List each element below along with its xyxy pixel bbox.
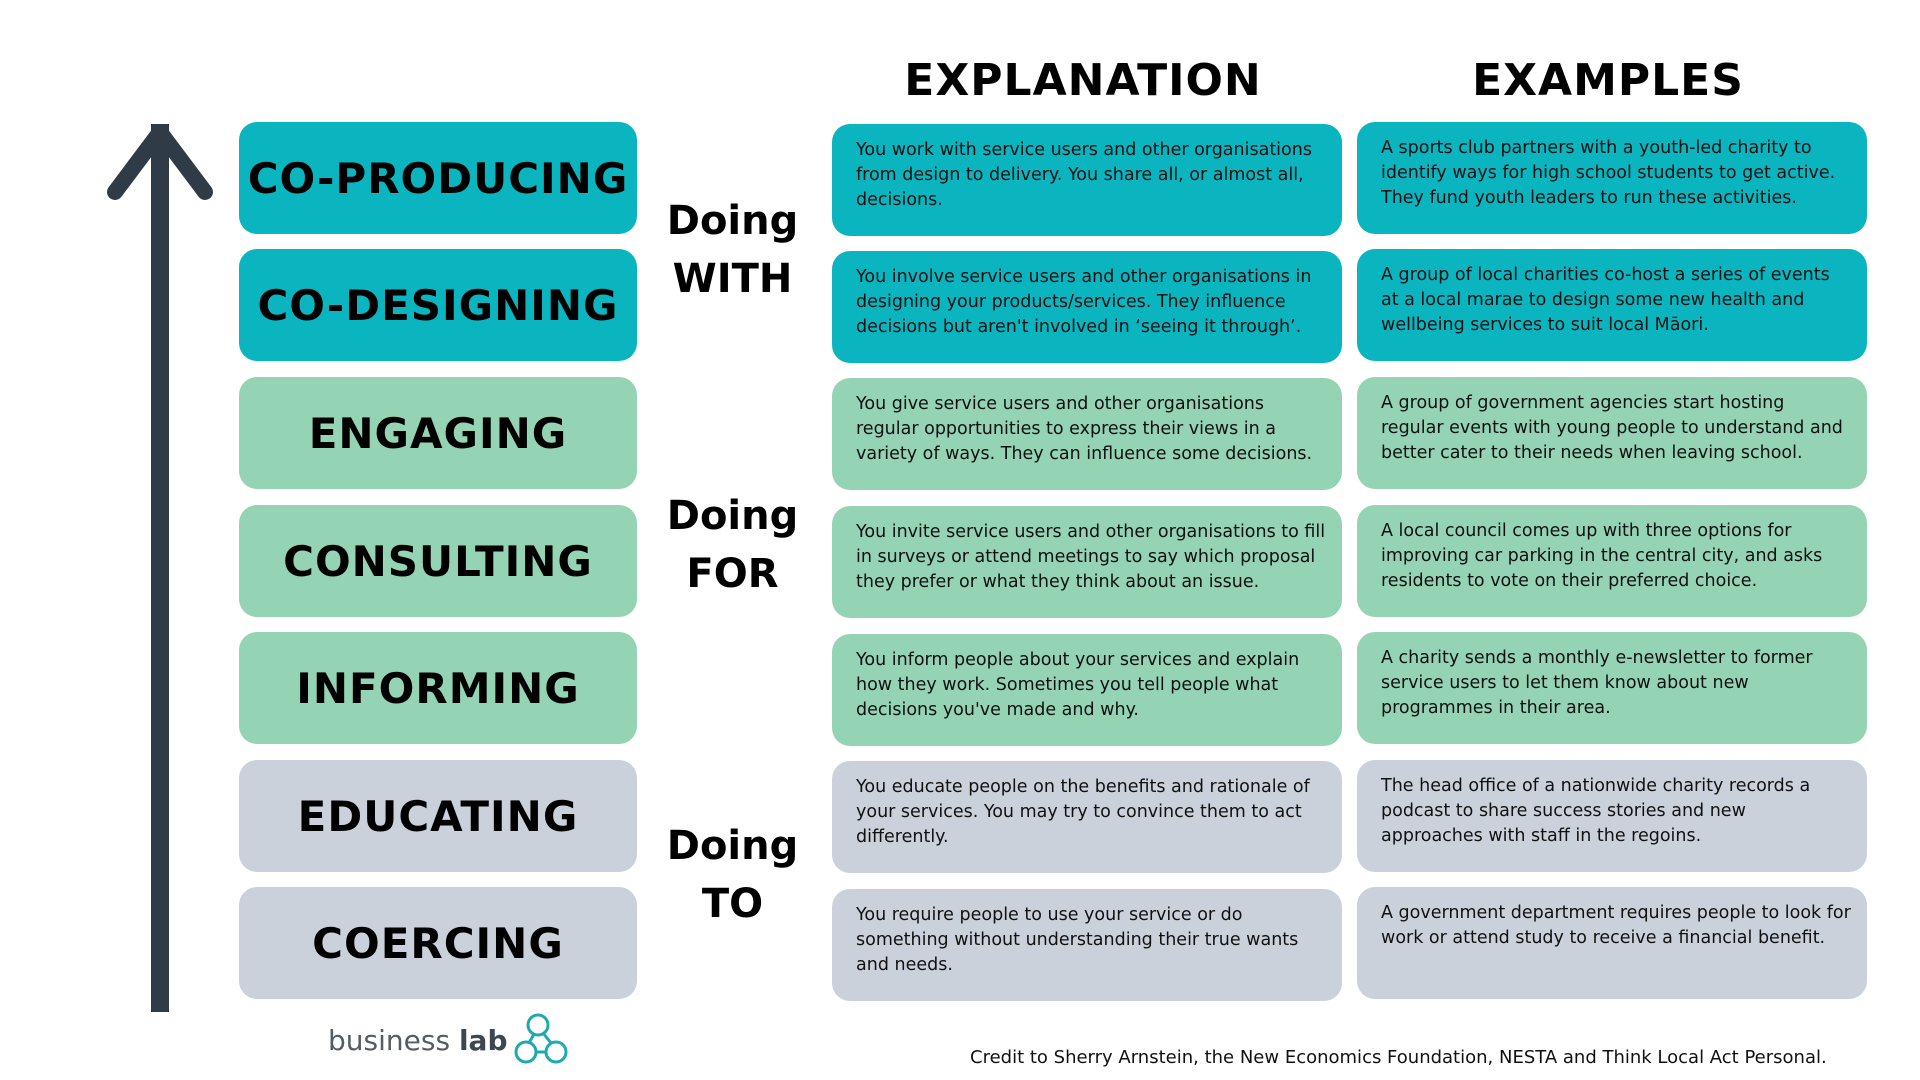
level-co-designing: CO-DESIGNING [239,249,637,361]
example-co-producing: A sports club partners with a youth-led … [1357,122,1867,234]
group-label-line1: Doing [666,823,799,869]
explanation-engaging: You give service users and other organis… [832,378,1342,490]
example-engaging: A group of government agencies start hos… [1357,377,1867,489]
explanation-header: EXPLANATION [904,55,1262,106]
level-informing: INFORMING [239,632,637,744]
explanation-co-designing: You involve service users and other orga… [832,251,1342,363]
explanation-coercing: You require people to use your service o… [832,889,1342,1001]
group-label-line2: WITH [672,256,793,302]
level-coercing: COERCING [239,887,637,999]
logo-text: business lab [328,1023,508,1057]
example-educating: The head office of a nationwide charity … [1357,760,1867,872]
level-consulting: CONSULTING [239,505,637,617]
group-label-line1: Doing [666,198,799,244]
explanation-co-producing: You work with service users and other or… [832,124,1342,236]
explanation-educating: You educate people on the benefits and r… [832,761,1342,873]
level-educating: EDUCATING [239,760,637,872]
level-engaging: ENGAGING [239,377,637,489]
upward-arrow-icon [107,124,213,1012]
group-label-line1: Doing [666,493,799,539]
level-co-producing: CO-PRODUCING [239,122,637,234]
explanation-consulting: You invite service users and other organ… [832,506,1342,618]
business-lab-logo: business lab [328,1012,570,1068]
example-coercing: A government department requires people … [1357,887,1867,999]
explanation-informing: You inform people about your services an… [832,634,1342,746]
group-label-line2: FOR [686,551,779,597]
group-label-doing-with: Doing WITH [660,192,805,308]
group-label-doing-for: Doing FOR [660,487,805,603]
example-co-designing: A group of local charities co-host a ser… [1357,249,1867,361]
group-label-line2: TO [701,881,764,927]
molecule-icon [514,1013,567,1064]
example-consulting: A local council comes up with three opti… [1357,505,1867,617]
example-informing: A charity sends a monthly e-newsletter t… [1357,632,1867,744]
credit-text: Credit to Sherry Arnstein, the New Econo… [970,1047,1827,1068]
examples-header: EXAMPLES [1472,55,1744,106]
group-label-doing-to: Doing TO [660,817,805,933]
